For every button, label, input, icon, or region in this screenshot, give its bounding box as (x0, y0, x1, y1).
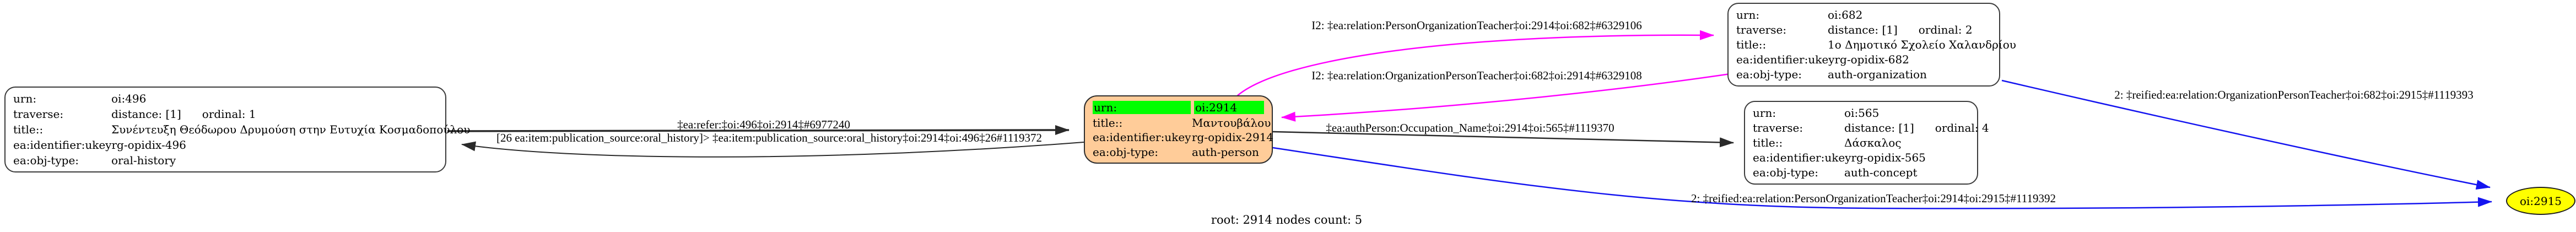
row-key: ea:obj-type: (1753, 166, 1819, 180)
row-key: title:: (1753, 136, 1783, 149)
row-key: ea:obj-type: (13, 154, 79, 167)
edge-label-refer: ‡ea:refer:‡oi:496‡oi:2914‡#6977240 (677, 118, 850, 131)
node-row: traverse: distance: [1]ordinal: 1 (13, 108, 438, 120)
node-oi-682[interactable]: urn: oi:682 traverse: distance: [1]ordinal… (1727, 3, 2016, 87)
row-value: auth-concept (1844, 166, 1918, 180)
row-ordinal: ordinal: 2 (1918, 23, 1973, 36)
node-row: urn: oi:682 (1736, 9, 1991, 21)
edge-refer[interactable] (447, 125, 1070, 136)
node-row: traverse: distance: [1]ordinal: 4 (1753, 121, 1989, 134)
row-key: ea:identifier:ukey (1736, 53, 1835, 67)
row-value: distance: [1]ordinal: 4 (1844, 121, 1989, 134)
row-value: Μαντουβάλου (1192, 116, 1271, 130)
node-row: urn: oi:565 (1753, 107, 1969, 119)
row-key: ea:identifier:ukey (1753, 151, 1851, 165)
row-key: title:: (13, 123, 44, 136)
row-value: rg-opidix-2914 (1192, 131, 1274, 144)
edge-org-person-teacher[interactable] (1281, 72, 1735, 122)
row-value: oi:565 (1844, 106, 1880, 120)
edge-reified-org-person[interactable] (2001, 79, 2491, 190)
edge-label-publication-source: [26 ea:item:publication_source:oral_hist… (496, 131, 1043, 144)
node-oi-565[interactable]: urn: oi:565 traverse: distance: [1]ordinal… (1744, 101, 1989, 185)
node-row: ea:obj-type: auth-concept (1753, 166, 1969, 179)
row-value: oi:2914 (1194, 101, 1264, 115)
node-row: traverse: distance: [1]ordinal: 2 (1736, 24, 1991, 36)
edge-label-reified-person-org: 2: ‡reified:ea:relation:PersonOrganizati… (1691, 192, 2056, 205)
row-key: traverse: (1736, 23, 1787, 36)
node-row-highlighted: urn:oi:2914 (1093, 101, 1264, 115)
row-key: ea:obj-type: (1093, 145, 1159, 159)
row-value: oral-history (111, 154, 176, 167)
node-row: title::Δάσκαλος (1753, 137, 1969, 149)
row-value: Δάσκαλος (1844, 136, 1902, 149)
row-ordinal: ordinal: 1 (202, 107, 256, 121)
row-key: urn: (1093, 101, 1191, 115)
edge-label-org-person-teacher: I2: ‡ea:relation:OrganizationPersonTeach… (1311, 69, 1642, 82)
row-key: urn: (13, 92, 37, 105)
edge-label-person-org-teacher: I2: ‡ea:relation:PersonOrganizationTeach… (1311, 19, 1642, 32)
row-value: oi:682 (1828, 8, 1863, 21)
row-value: distance: [1]ordinal: 2 (1828, 23, 1973, 36)
row-key: ea:identifier:ukey (1093, 131, 1191, 144)
node-row: title::Μαντουβάλου (1093, 116, 1271, 130)
node-row: ea:obj-type: auth-person (1093, 146, 1264, 158)
edge-reified-person-org[interactable] (1272, 147, 2492, 209)
row-value: rg-opidix-496 (111, 138, 186, 152)
edge-publication-source[interactable] (461, 141, 1084, 158)
edge-label-occupation-name: ‡ea:authPerson:Occupation_Name‡oi:2914‡o… (1326, 121, 1614, 134)
row-value: 1ο Δημοτικό Σχολείο Χαλανδρίου (1828, 37, 2016, 51)
row-key: urn: (1753, 106, 1776, 120)
node-row: urn: oi:496 (13, 93, 438, 105)
row-value: Συνέντευξη Θεόδωρου Δρυμούση στην Ευτυχί… (111, 123, 471, 136)
ellipse-label: oi:2915 (2519, 194, 2562, 208)
node-oi-2915-ellipse[interactable]: oi:2915 (2506, 187, 2575, 215)
row-key: urn: (1736, 8, 1760, 21)
edge-label-reified-org-person: 2: ‡reified:ea:relation:OrganizationPers… (2114, 88, 2474, 101)
graph-root-caption: root: 2914 nodes count: 5 (1211, 213, 1363, 226)
row-value: auth-person (1192, 145, 1259, 159)
row-key: ea:identifier:ukey (13, 138, 112, 152)
row-value: auth-organization (1828, 68, 1927, 82)
row-key: ea:obj-type: (1736, 68, 1802, 82)
row-value: oi:496 (111, 92, 147, 105)
node-oi-496[interactable]: urn: oi:496 traverse: distance: [1]ordinal… (4, 87, 470, 172)
node-row: ea:obj-type: oral-history (13, 154, 438, 166)
row-ordinal: ordinal: 4 (1935, 121, 1989, 134)
row-key: title:: (1736, 37, 1767, 51)
node-oi-2914-root[interactable]: urn:oi:2914 title::Μαντουβάλου ea:identi… (1084, 95, 1273, 164)
row-value: distance: [1]ordinal: 1 (111, 107, 256, 121)
row-key: traverse: (1753, 121, 1803, 134)
node-row: title::Συνέντευξη Θεόδωρου Δρυμούση στην… (13, 123, 470, 136)
node-row: title::1ο Δημοτικό Σχολείο Χαλανδρίου (1736, 37, 2016, 51)
edge-person-org-teacher[interactable] (1235, 30, 1714, 98)
row-key: title:: (1093, 116, 1123, 130)
node-row: ea:obj-type: auth-organization (1736, 68, 1991, 80)
row-key: traverse: (13, 107, 64, 121)
row-value: rg-opidix-682 (1834, 53, 1909, 67)
row-value: rg-opidix-565 (1851, 151, 1926, 165)
